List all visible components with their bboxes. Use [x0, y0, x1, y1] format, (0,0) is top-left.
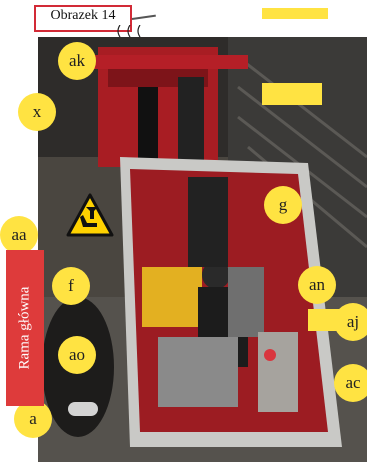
blank-label-upper — [262, 83, 322, 105]
marker-f: f — [52, 267, 90, 305]
hand-crush-warning-icon — [66, 193, 114, 237]
figure-caption: Obrazek 14 — [50, 8, 116, 23]
figure-caption-box: Obrazek 14 — [34, 5, 141, 38]
blank-label-top — [262, 8, 328, 19]
marker-ak: ak — [58, 42, 96, 80]
marker-aa: aa — [0, 216, 38, 254]
main-frame-label: Rama główna — [6, 250, 44, 406]
caption-leader-line — [131, 14, 156, 20]
marker-x: x — [18, 93, 56, 131]
machine-photo — [38, 37, 367, 462]
main-frame-label-text: Rama główna — [16, 286, 33, 370]
marker-g: g — [264, 186, 302, 224]
caption-squiggle-icon — [117, 25, 141, 38]
marker-ao: ao — [58, 336, 96, 374]
marker-a: a — [14, 400, 52, 438]
marker-ac: ac — [334, 364, 367, 402]
machine-photo-drawing — [38, 37, 367, 462]
marker-an: an — [298, 266, 336, 304]
marker-aj: aj — [334, 303, 367, 341]
